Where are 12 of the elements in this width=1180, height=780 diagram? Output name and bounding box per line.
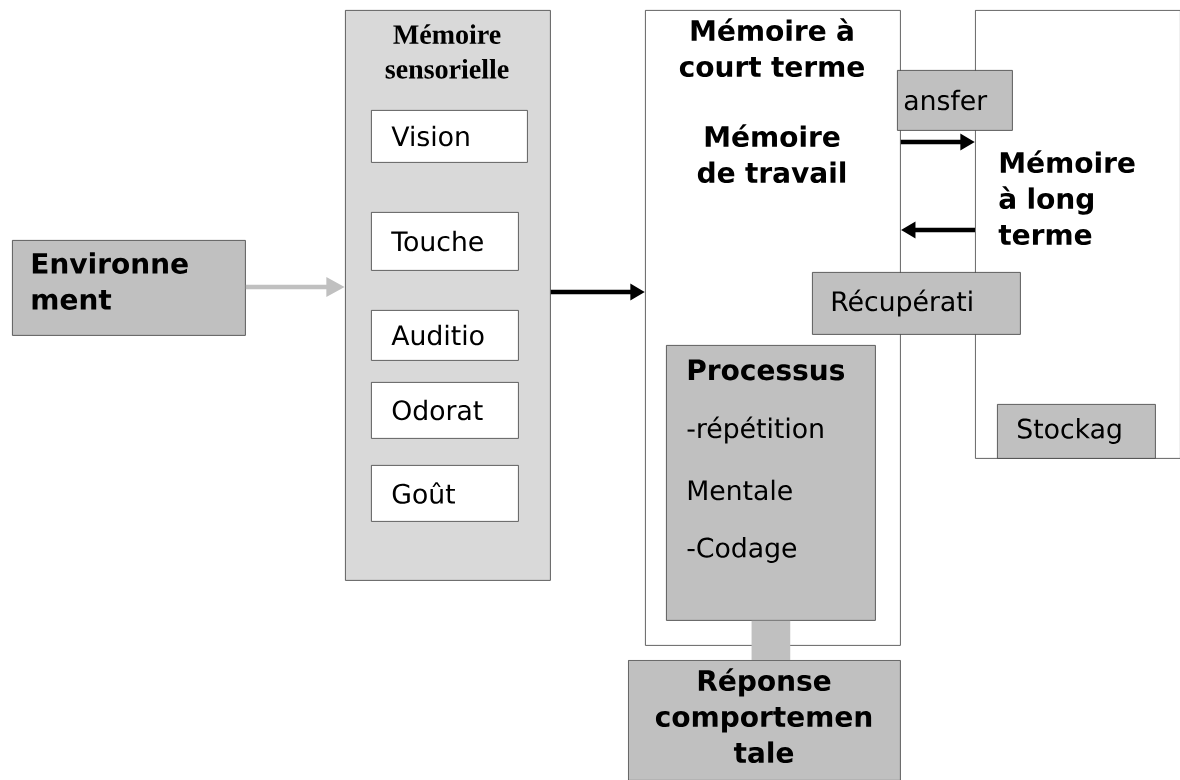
response-box: Réponse comportemen tale xyxy=(628,660,901,780)
process-box: Processus -répétition Mentale -Codage xyxy=(666,345,876,621)
label-box: Récupérati xyxy=(812,272,1021,335)
sense-box: Touche xyxy=(371,212,519,271)
label-box: ansfer xyxy=(897,70,1013,131)
sense-box: Vision xyxy=(371,110,528,163)
sense-box: Auditio xyxy=(371,310,519,361)
label-box: Stockag xyxy=(997,404,1156,459)
sense-box: Odorat xyxy=(371,382,519,439)
sense-box: Goût xyxy=(371,465,519,522)
connector-bar xyxy=(751,620,791,660)
source-box: Environne ment xyxy=(12,240,246,336)
